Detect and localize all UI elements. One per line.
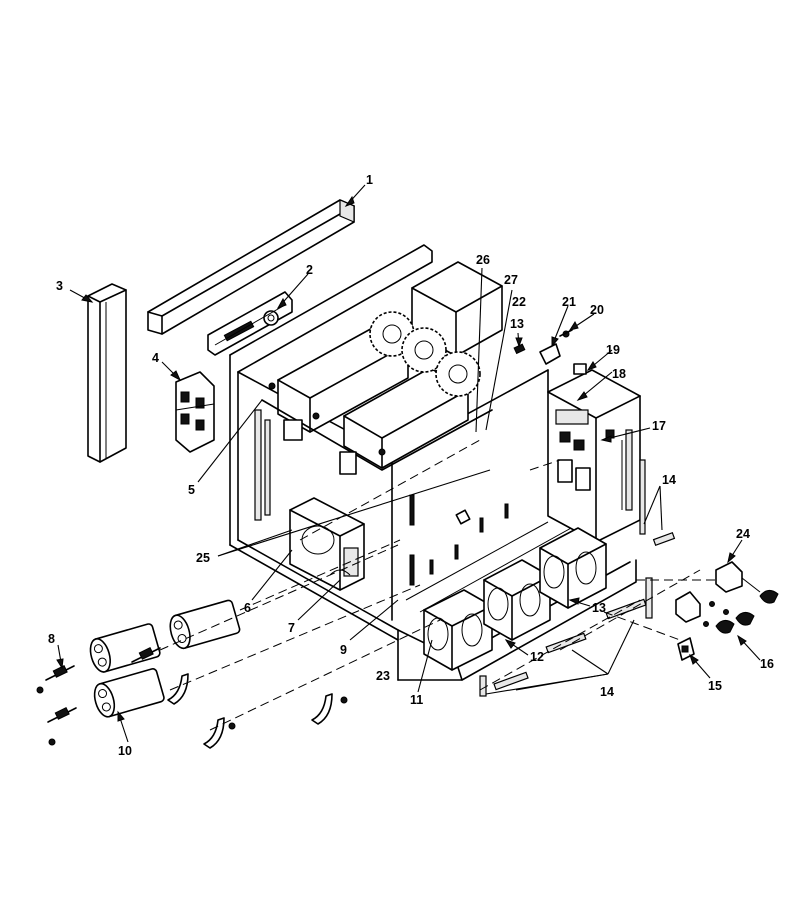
part-4-terminal-block <box>175 371 215 453</box>
callout-9: 9 <box>340 643 347 657</box>
part-16-feet <box>675 591 755 634</box>
callout-10: 10 <box>118 744 132 758</box>
part-3-side-trim <box>87 283 127 463</box>
callout-17: 17 <box>652 419 666 433</box>
callout-4: 4 <box>152 351 159 365</box>
part-1-top-cover <box>147 199 355 335</box>
capacitor-clamps <box>167 673 348 749</box>
part-2-control-bracket <box>207 291 293 356</box>
assembly-lines <box>159 439 716 731</box>
callout-15: 15 <box>708 679 722 693</box>
callout-13-bottom: 13 <box>592 601 606 615</box>
callout-27: 27 <box>504 273 518 287</box>
part-6-7-lower-module <box>289 497 365 591</box>
callout-1: 1 <box>366 173 373 187</box>
part-19-grommet <box>573 363 587 375</box>
part-12-transformer-middle <box>483 559 551 641</box>
part-21-bracket <box>539 343 561 365</box>
callout-14-upper: 14 <box>662 473 676 487</box>
part-17-control-panel <box>547 369 641 543</box>
part-24-connector <box>715 561 779 604</box>
callout-18: 18 <box>612 367 626 381</box>
callout-3: 3 <box>56 279 63 293</box>
callout-20: 20 <box>590 303 604 317</box>
callout-2: 2 <box>306 263 313 277</box>
callout-5: 5 <box>188 483 195 497</box>
callout-23: 23 <box>376 669 390 683</box>
part-11-transformer-front <box>423 589 493 671</box>
part-13-transformer-rear <box>539 527 607 609</box>
callout-22: 22 <box>512 295 526 309</box>
callout-7: 7 <box>288 621 295 635</box>
callout-labels: 1 2 3 4 5 6 7 8 9 10 11 12 13 13 14 14 1… <box>48 173 774 758</box>
callout-8: 8 <box>48 632 55 646</box>
part-10-capacitors <box>89 599 241 718</box>
part-8-diodes <box>36 647 161 746</box>
leader-lines <box>56 184 761 743</box>
callout-24: 24 <box>736 527 750 541</box>
callout-12: 12 <box>530 650 544 664</box>
callout-19: 19 <box>606 343 620 357</box>
callout-11: 11 <box>410 693 423 707</box>
callout-26: 26 <box>476 253 490 267</box>
part-22-clip <box>513 343 526 355</box>
part-20-screw <box>559 329 573 338</box>
callout-14-lower: 14 <box>600 685 614 699</box>
callout-25: 25 <box>196 551 210 565</box>
upper-chassis-assembly <box>261 261 503 475</box>
callout-21: 21 <box>562 295 576 309</box>
callout-16: 16 <box>760 657 774 671</box>
callout-13-top: 13 <box>510 317 524 331</box>
callout-6: 6 <box>244 601 251 615</box>
